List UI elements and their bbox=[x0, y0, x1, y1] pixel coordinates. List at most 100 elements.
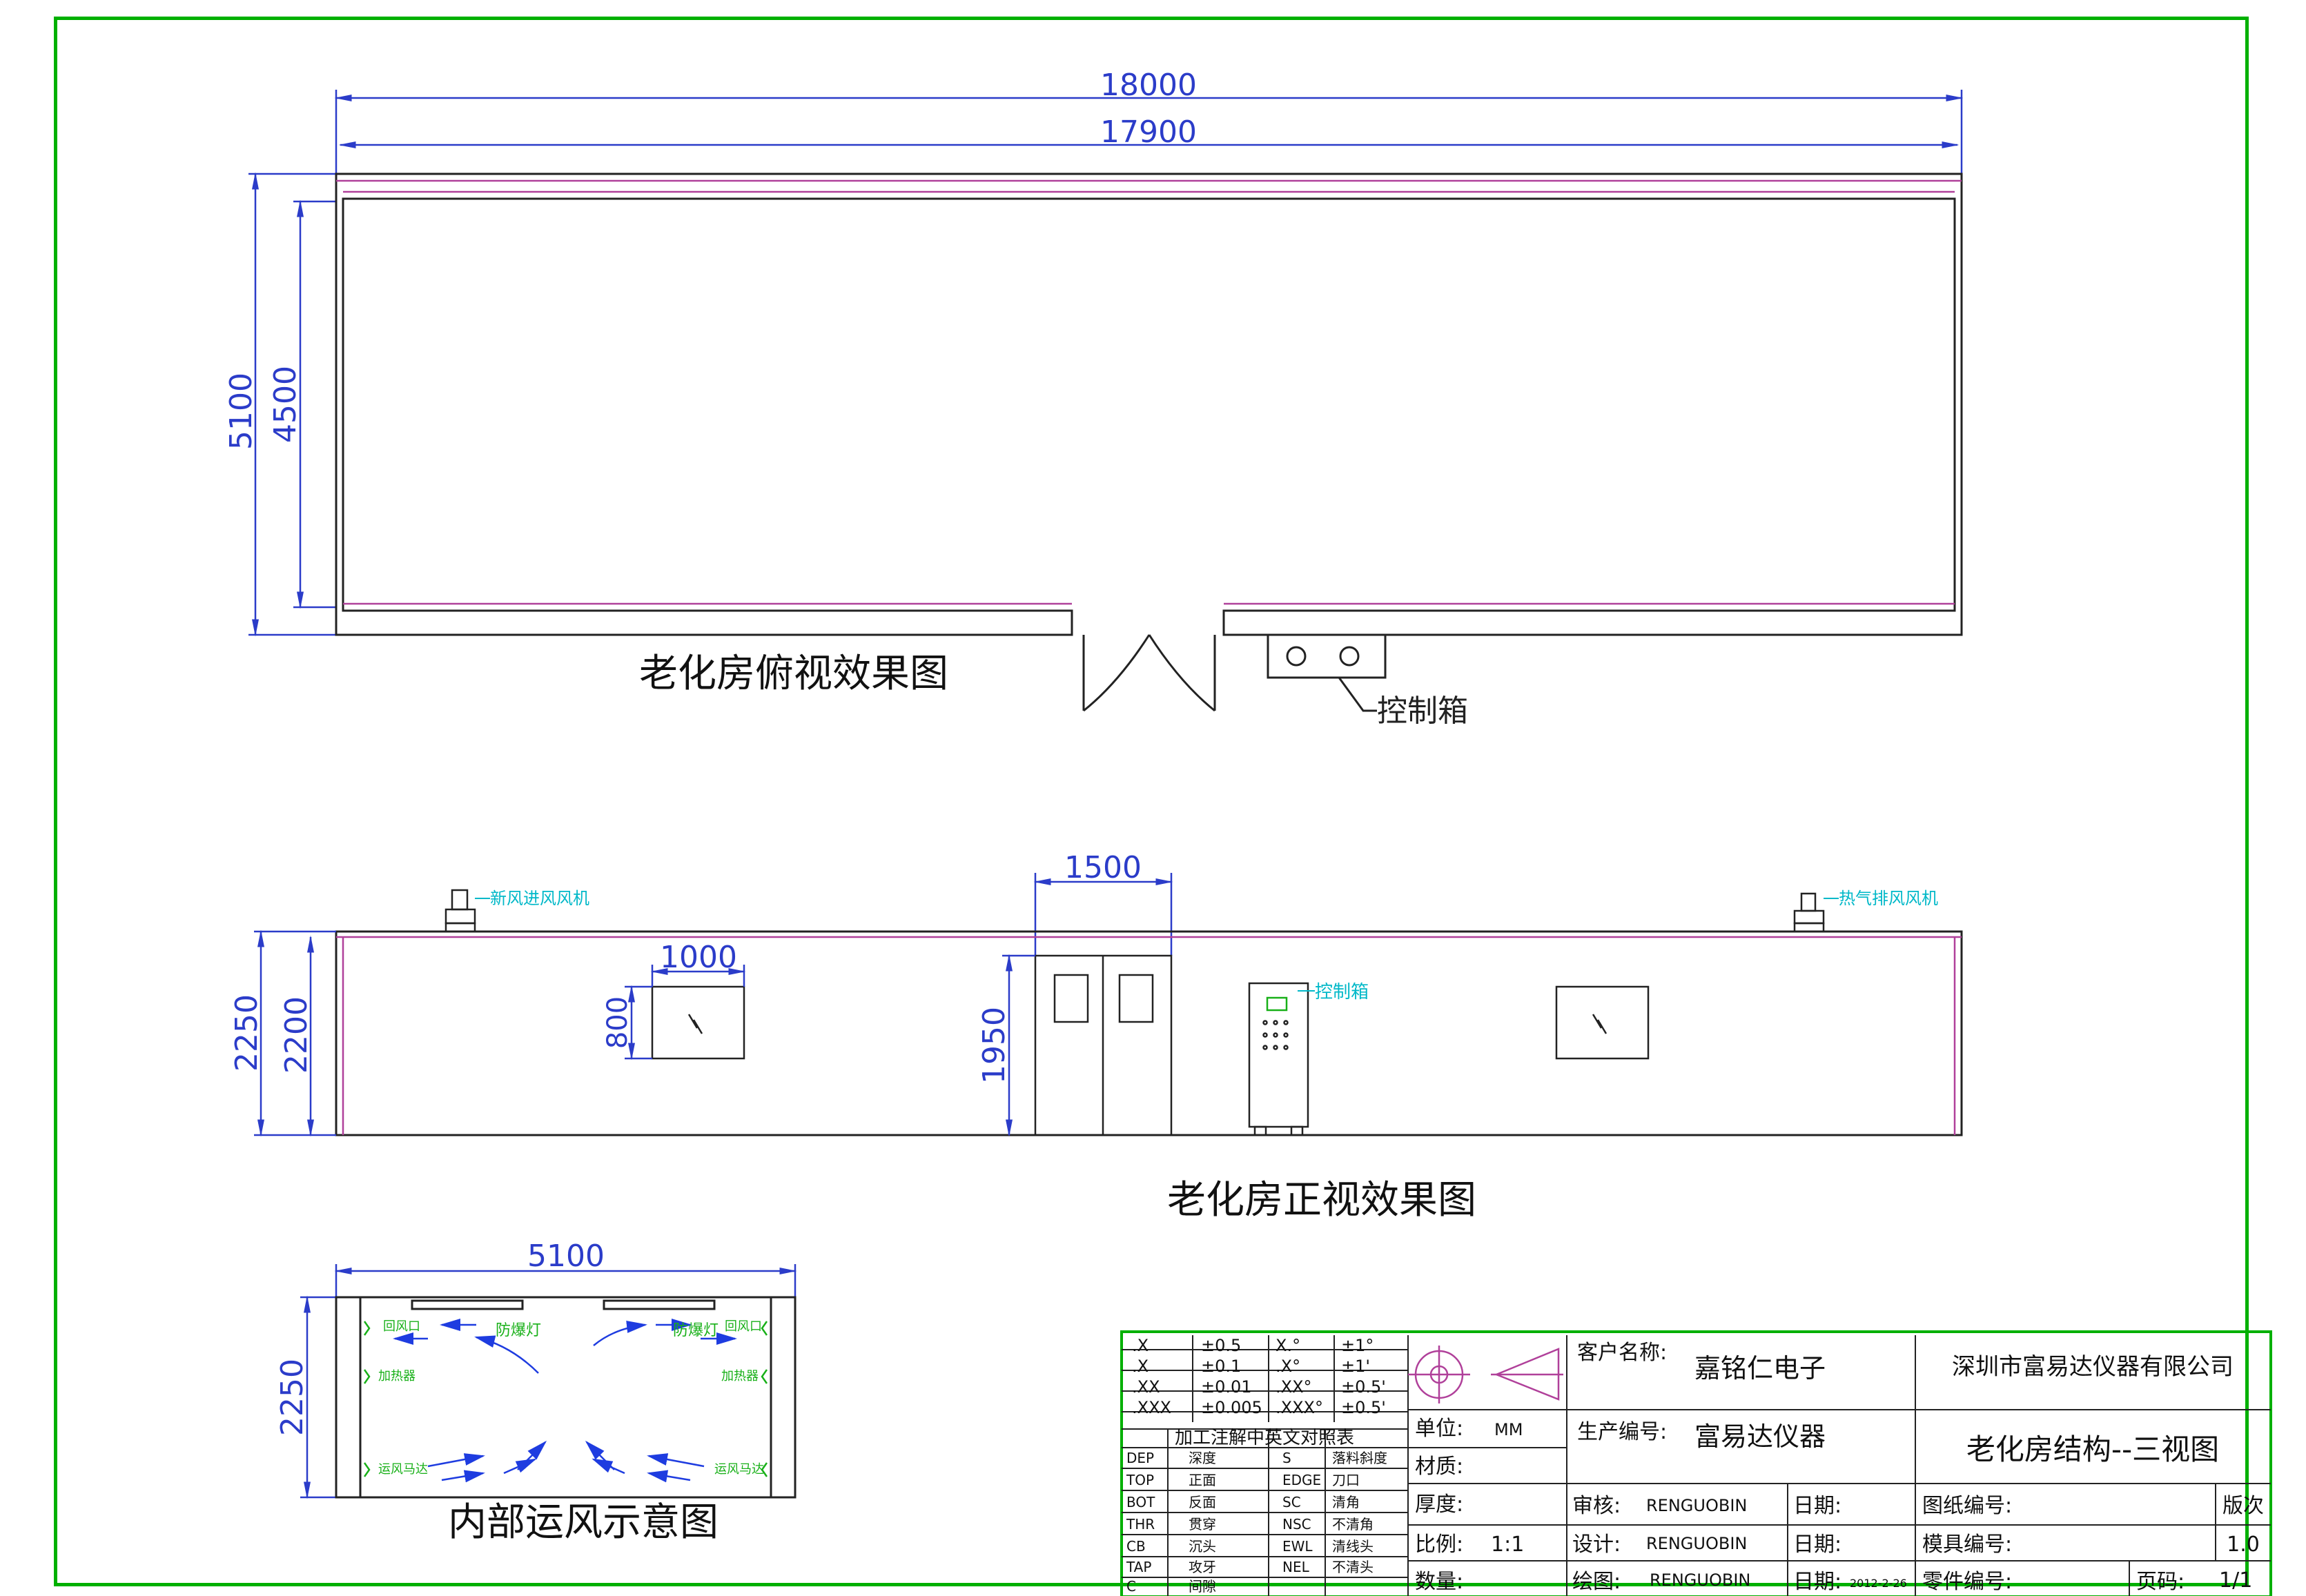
double-door bbox=[1034, 954, 1173, 1136]
tol-r2-c1: ±0.01 bbox=[1201, 1377, 1252, 1397]
review-label: 审核: bbox=[1572, 1494, 1621, 1518]
unit-label: 单位: bbox=[1415, 1417, 1463, 1441]
motor-left-label: 运风马达 bbox=[378, 1462, 428, 1477]
top-view-caption: 老化房俯视效果图 bbox=[639, 651, 948, 696]
abbrev-r5-c3: 不清头 bbox=[1332, 1559, 1374, 1575]
abbrev-r6-c1: 间隙 bbox=[1189, 1578, 1216, 1595]
abbrev-r4-c1: 沉头 bbox=[1189, 1538, 1216, 1555]
door-swing bbox=[1082, 634, 1216, 712]
abbrev-r1-c1: 正面 bbox=[1189, 1472, 1216, 1488]
customer-value: 嘉铭仁电子 bbox=[1694, 1353, 1826, 1383]
customer-label: 客户名称: bbox=[1577, 1341, 1667, 1365]
dim-airflow-height-label: 2250 bbox=[275, 1359, 310, 1436]
abbrev-r4-c3: 清线头 bbox=[1332, 1538, 1374, 1555]
title-block: .X ±0.5 X.° ±1° .X ±0.1 .X° ±1' .XX ±0.0… bbox=[1120, 1330, 2272, 1596]
dim-inner-width-label: 4500 bbox=[268, 366, 303, 443]
dimension-airflow-height bbox=[300, 1295, 336, 1499]
dim-window-width-label: 1000 bbox=[660, 940, 737, 975]
abbrev-r2-c3: 清角 bbox=[1332, 1494, 1360, 1510]
abbrev-r3-c0: THR bbox=[1126, 1516, 1155, 1533]
abbrev-r0-c1: 深度 bbox=[1189, 1450, 1216, 1466]
explosion-lamp-left-label: 防爆灯 bbox=[496, 1322, 541, 1339]
design-value: RENGUOBIN bbox=[1646, 1534, 1747, 1553]
dim-total-width-label: 5100 bbox=[224, 373, 259, 450]
dimension-inner-width bbox=[293, 199, 336, 609]
dim-inner-length-label: 17900 bbox=[1100, 115, 1197, 150]
quantity-label: 数量: bbox=[1415, 1570, 1463, 1594]
design-label: 设计: bbox=[1572, 1533, 1621, 1557]
date-value-3: 2012-2-26 bbox=[1850, 1577, 1907, 1590]
tol-r0-c1: ±0.5 bbox=[1201, 1336, 1241, 1355]
top-view: 18000 17900 5100 4500 bbox=[224, 68, 1964, 729]
abbrev-r4-c0: CB bbox=[1126, 1538, 1146, 1555]
motor-right-label: 运风马达 bbox=[714, 1462, 764, 1477]
tol-r0-c0: .X bbox=[1132, 1336, 1149, 1355]
tol-r0-c3: ±1° bbox=[1341, 1336, 1374, 1355]
tol-r1-c3: ±1' bbox=[1341, 1357, 1370, 1376]
fresh-air-fan bbox=[444, 889, 476, 933]
tol-r2-c3: ±0.5' bbox=[1341, 1377, 1386, 1397]
tol-r1-c0: .X bbox=[1132, 1357, 1149, 1376]
abbrev-r1-c3: 刀口 bbox=[1332, 1472, 1360, 1488]
control-cabinet bbox=[1248, 982, 1309, 1136]
material-label: 材质: bbox=[1415, 1455, 1463, 1479]
dimension-window-width bbox=[650, 965, 746, 987]
tol-r3-c3: ±0.5' bbox=[1341, 1398, 1386, 1417]
dim-window-height-label: 800 bbox=[602, 996, 634, 1049]
airflow-brackets bbox=[363, 1321, 768, 1477]
dim-total-length-label: 18000 bbox=[1100, 68, 1197, 103]
abbrev-r1-c0: TOP bbox=[1126, 1472, 1154, 1488]
heater-left-label: 加热器 bbox=[378, 1369, 416, 1383]
drawing-no-label: 图纸编号: bbox=[1922, 1494, 2012, 1518]
company-name: 深圳市富易达仪器有限公司 bbox=[1952, 1353, 2234, 1381]
top-view-inner-walls bbox=[336, 179, 1962, 605]
control-box-label: 控制箱 bbox=[1377, 693, 1468, 729]
dimension-airflow-width bbox=[334, 1264, 797, 1297]
dimension-total-width bbox=[248, 172, 336, 637]
tolerance-table: .X ±0.5 X.° ±1° .X ±0.1 .X° ±1' .XX ±0.0… bbox=[1132, 1336, 1386, 1417]
top-view-walls bbox=[335, 173, 1963, 636]
dim-airflow-width-label: 5100 bbox=[527, 1239, 605, 1274]
abbrev-r3-c3: 不清角 bbox=[1332, 1516, 1374, 1533]
tol-r2-c0: .XX bbox=[1132, 1377, 1160, 1397]
abbrev-r6-c0: C bbox=[1126, 1578, 1136, 1595]
abbrev-r0-c2: S bbox=[1282, 1450, 1291, 1466]
dimension-window-height bbox=[625, 985, 652, 1061]
revision-value: 1.0 bbox=[2227, 1533, 2260, 1557]
exhaust-fan-label: 热气排风风机 bbox=[1839, 889, 1938, 908]
abbrev-r2-c0: BOT bbox=[1126, 1494, 1155, 1510]
airflow-arrows bbox=[393, 1319, 737, 1483]
tol-r2-c2: .XX° bbox=[1276, 1377, 1312, 1397]
abbrev-r0-c0: DEP bbox=[1126, 1450, 1154, 1466]
airflow-room-outline bbox=[335, 1296, 797, 1499]
abbrev-table: DEP 深度 S 落料斜度 TOP 正面 EDGE 刀口 BOT 反面 SC 清… bbox=[1126, 1450, 1387, 1595]
abbrev-r1-c2: EDGE bbox=[1282, 1472, 1321, 1488]
abbrev-r3-c1: 贯穿 bbox=[1189, 1516, 1216, 1533]
date-label-1: 日期: bbox=[1793, 1494, 1841, 1518]
dim-door-width-label: 1500 bbox=[1064, 850, 1142, 885]
abbrev-r5-c2: NEL bbox=[1282, 1559, 1310, 1575]
airflow-view-caption: 内部运风示意图 bbox=[448, 1500, 719, 1545]
front-view-caption: 老化房正视效果图 bbox=[1167, 1178, 1476, 1223]
production-label: 生产编号: bbox=[1577, 1420, 1667, 1444]
thickness-label: 厚度: bbox=[1415, 1492, 1463, 1517]
part-no-label: 零件编号: bbox=[1922, 1570, 2012, 1594]
projection-symbol bbox=[1408, 1346, 1563, 1403]
heater-right-label: 加热器 bbox=[721, 1369, 759, 1383]
date-label-3: 日期: bbox=[1793, 1570, 1841, 1594]
return-vent-left-label: 回风口 bbox=[383, 1319, 420, 1334]
page-value: 1/1 bbox=[2219, 1568, 2252, 1593]
abbrev-r5-c1: 攻牙 bbox=[1189, 1559, 1216, 1575]
mold-no-label: 模具编号: bbox=[1922, 1533, 2012, 1557]
exhaust-fan bbox=[1793, 892, 1825, 933]
drawing-value: RENGUOBIN bbox=[1650, 1570, 1750, 1590]
tol-r0-c2: X.° bbox=[1276, 1336, 1300, 1355]
airflow-view: 5100 2250 bbox=[275, 1239, 797, 1545]
drawing-title: 老化房结构--三视图 bbox=[1966, 1432, 2219, 1466]
control-cabinet-label: 控制箱 bbox=[1315, 982, 1369, 1003]
title-block-grid bbox=[1120, 1330, 2272, 1596]
dimension-total-height bbox=[254, 929, 336, 1137]
abbrev-r2-c1: 反面 bbox=[1189, 1494, 1216, 1510]
control-box bbox=[1267, 633, 1387, 712]
